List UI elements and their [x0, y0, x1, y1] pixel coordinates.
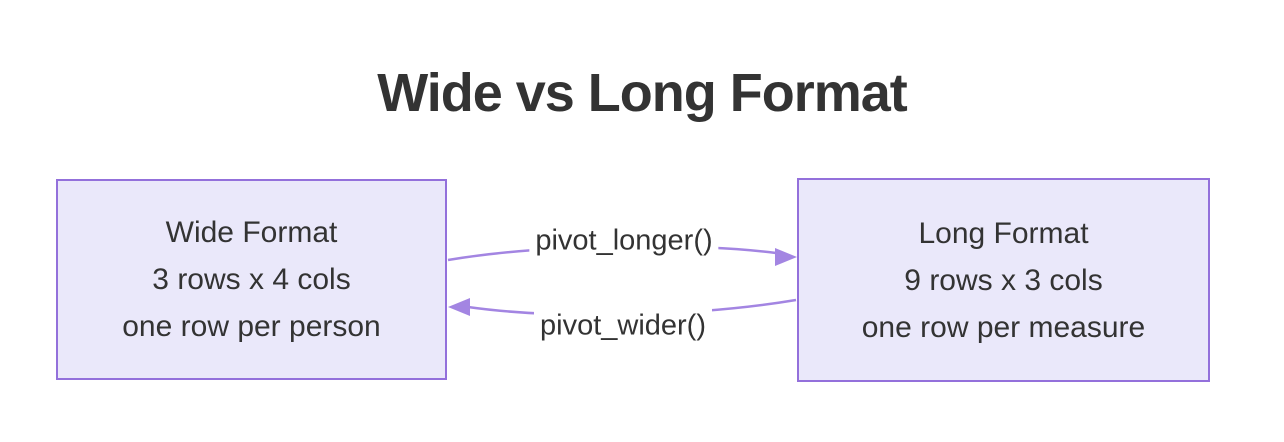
edge-label-pivot-wider: pivot_wider() [534, 307, 712, 345]
node-wide-format-line-1: Wide Format [165, 216, 338, 249]
edge-pivot-longer-arrowhead-icon [775, 248, 797, 266]
edge-label-pivot-longer: pivot_longer() [529, 222, 719, 260]
node-long-format-line-1: Long Format [918, 216, 1089, 250]
edge-pivot-wider-arrowhead-icon [448, 298, 470, 316]
diagram-title: Wide vs Long Format [377, 63, 908, 123]
node-wide-format: Wide Format 3 rows x 4 cols one row per … [56, 179, 447, 380]
node-wide-format-line-3: one row per person [122, 310, 381, 343]
node-long-format-line-3: one row per measure [861, 310, 1146, 344]
node-long-format-line-2: 9 rows x 3 cols [904, 263, 1103, 297]
node-wide-format-line-2: 3 rows x 4 cols [152, 263, 351, 296]
node-long-format: Long Format 9 rows x 3 cols one row per … [797, 178, 1210, 382]
